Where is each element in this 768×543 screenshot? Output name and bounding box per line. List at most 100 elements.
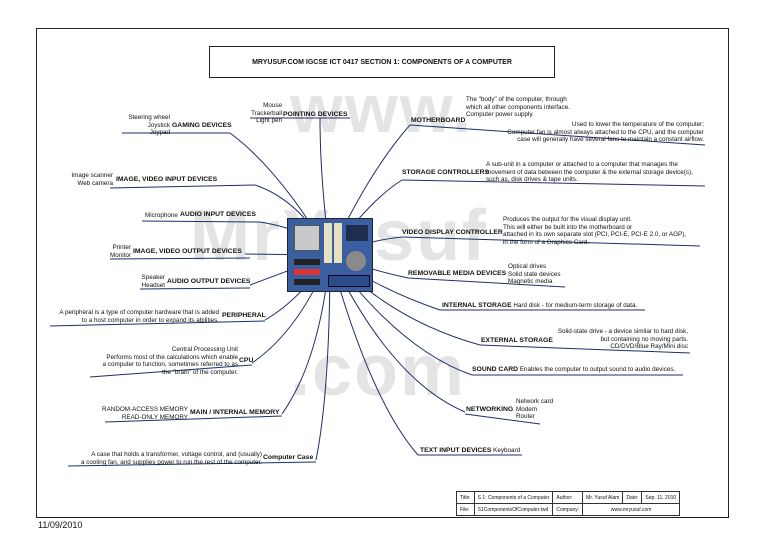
item-trackerball: Trackerball (251, 109, 282, 117)
footer-date: 11/09/2010 (38, 520, 83, 530)
item-network-card: Network card (516, 398, 554, 405)
cpu-desc-line: Performs most of the calculations which … (106, 353, 238, 361)
item-monitor: Monitor (110, 251, 131, 259)
storage-controllers-label: STORAGE CONTROLLERS (402, 169, 490, 176)
gaming-devices-label: GAMING DEVICES (172, 122, 232, 129)
item-optical-drives: Optical drives (508, 263, 547, 270)
cpu-desc: Central Processing Unit Performs most of… (103, 346, 238, 376)
audio-input-label: AUDIO INPUT DEVICES (180, 211, 256, 218)
item-speaker: Speaker (141, 274, 165, 281)
peripheral-desc-line: A peripheral is a type of computer hardw… (59, 309, 219, 316)
storage-desc-line: A sub-unit in a computer or attached to … (486, 161, 678, 168)
item-headset: Headset (141, 281, 165, 289)
peripheral-desc-line: to a host computer in order to expand it… (81, 316, 219, 324)
pointing-devices-label: POINTING DEVICES (283, 111, 348, 118)
item-joystick: Joystick (147, 121, 170, 129)
diagram-title: MRYUSUF.COM IGCSE ICT 0417 SECTION 1: CO… (209, 46, 555, 78)
video-desc-line: This will either be built into the mothe… (503, 223, 633, 231)
item-steering-wheel: Steering wheel (128, 114, 170, 121)
video-controller-desc: Produces the output for the visual displ… (503, 216, 686, 246)
cpu-desc-line: Central Processing Unit (171, 346, 238, 353)
motherboard-desc: The "body" of the computer, through whic… (466, 96, 570, 119)
item-modem: Modem (516, 405, 537, 413)
item-image-scanner: Image scanner (71, 172, 113, 179)
cooling-desc: Used to lower the temperature of the com… (507, 121, 704, 144)
video-desc-line: in the form of a Graphics Card. (503, 238, 590, 246)
text-input-desc: Keyboard (493, 447, 521, 454)
cooling-desc-line: case will generally have several fans to… (517, 136, 704, 143)
item-router: Router (516, 413, 535, 420)
audio-output-items: Speaker Headset (142, 274, 165, 289)
file-label: File: (456, 503, 475, 516)
item-ram: RANDOM-ACCESS MEMORY (102, 406, 188, 413)
item-solid-state: Solid state devices (508, 270, 561, 278)
peripheral-label: PERIPHERAL (222, 312, 266, 319)
cpu-desc-line: a computer to function, sometimes referr… (102, 361, 238, 368)
case-desc-line: a cooling fan, and supplies power to run… (81, 458, 262, 466)
file-value: S1ComponentsOfComputer.twd (473, 503, 554, 516)
item-printer: Printer (112, 244, 131, 251)
peripheral-desc: A peripheral is a type of computer hardw… (59, 309, 219, 324)
author-value: Mr. Yusuf Alam (582, 491, 624, 504)
title-value: S 1: Components of a Computer (473, 491, 554, 504)
internal-storage-label: INTERNAL STORAGE (442, 302, 512, 309)
cpu-desc-line: the "brain" of the computer. (162, 368, 238, 376)
company-value: www.mryusuf.com (582, 503, 681, 516)
removable-media-label: REMOVABLE MEDIA DEVICES (408, 270, 507, 277)
sound-card-desc: Enables the computer to output sound to … (519, 366, 676, 373)
title-label: Title: (456, 491, 475, 504)
item-mouse: Mouse (263, 102, 282, 109)
storage-controllers-desc: A sub-unit in a computer or attached to … (486, 161, 693, 184)
motherboard-desc-line: Computer power supply. (466, 111, 534, 118)
internal-storage-row: INTERNAL STORAGE Hard disk - for medium-… (442, 302, 637, 310)
motherboard-desc-line: which all other components interface. (466, 103, 570, 111)
item-rom: READ-ONLY MEMORY (121, 413, 188, 421)
item-joypad: Joypad (149, 129, 170, 136)
title-text: MRYUSUF.COM IGCSE ICT 0417 SECTION 1: CO… (252, 58, 512, 66)
external-desc-line: CD/DVD/Blue Ray/Mini disc (610, 343, 688, 350)
audio-output-label: AUDIO OUTPUT DEVICES (167, 278, 251, 285)
item-light-pen: Light pen (256, 117, 282, 124)
networking-items: Network card Modem Router (516, 398, 553, 421)
cooling-desc-line: Used to lower the temperature of the com… (572, 121, 704, 128)
text-input-row: TEXT INPUT DEVICES Keyboard (420, 447, 520, 455)
memory-label: MAIN / INTERNAL MEMORY (190, 409, 280, 416)
image-input-items: Image scanner Web camera (71, 172, 113, 187)
image-output-label: IMAGE, VIDEO OUTPUT DEVICES (133, 248, 242, 255)
image-output-items: Printer Monitor (110, 244, 131, 259)
cpu-label: CPU (239, 357, 254, 364)
video-controller-label: VIDEO DISPLAY CONTROLLER (402, 229, 503, 236)
item-microphone: Microphone (145, 212, 178, 219)
date-label: Date: (622, 491, 643, 504)
memory-items: RANDOM-ACCESS MEMORY READ-ONLY MEMORY (102, 406, 188, 421)
sound-card-row: SOUND CARD Enables the computer to outpu… (472, 366, 675, 374)
motherboard-photo (287, 218, 373, 292)
title-block: Title: S 1: Components of a Computer Aut… (456, 491, 681, 516)
company-label: Company: (552, 503, 584, 516)
storage-desc-line: such as, disk drives & tape units. (486, 176, 578, 183)
computer-case-label: Computer Case (263, 454, 314, 461)
case-desc-line: A case that holds a transformer, voltage… (91, 451, 262, 458)
external-desc-line: but containing no moving parts. (600, 335, 688, 343)
external-desc-line: Solid-state drive - a device similar to … (557, 328, 688, 335)
video-desc-line: Produces the output for the visual displ… (503, 216, 632, 223)
sound-card-label: SOUND CARD (472, 366, 519, 373)
motherboard-desc-line: The "body" of the computer, through (466, 96, 567, 103)
networking-label: NETWORKING (466, 406, 514, 413)
cooling-desc-line: Computer fan is almost always attached t… (507, 128, 704, 136)
item-magnetic-media: Magnetic media (508, 278, 553, 285)
author-label: Author: (552, 491, 584, 504)
motherboard-label: MOTHERBOARD (411, 117, 466, 124)
date-value: Sep. 11, 2010 (641, 491, 681, 504)
internal-storage-desc: Hard disk - for medium-term storage of d… (513, 302, 638, 309)
item-web-camera: Web camera (77, 179, 113, 187)
image-input-label: IMAGE, VIDEO INPUT DEVICES (116, 176, 218, 183)
video-desc-line: attached in its own separate slot (PCI, … (503, 231, 687, 238)
page-border (36, 28, 729, 518)
gaming-items: Steering wheel Joystick Joypad (128, 114, 170, 137)
external-storage-desc: Solid-state drive - a device similar to … (558, 328, 688, 351)
storage-desc-line: movement of data between the computer & … (486, 168, 693, 176)
removable-media-items: Optical drives Solid state devices Magne… (508, 263, 561, 286)
